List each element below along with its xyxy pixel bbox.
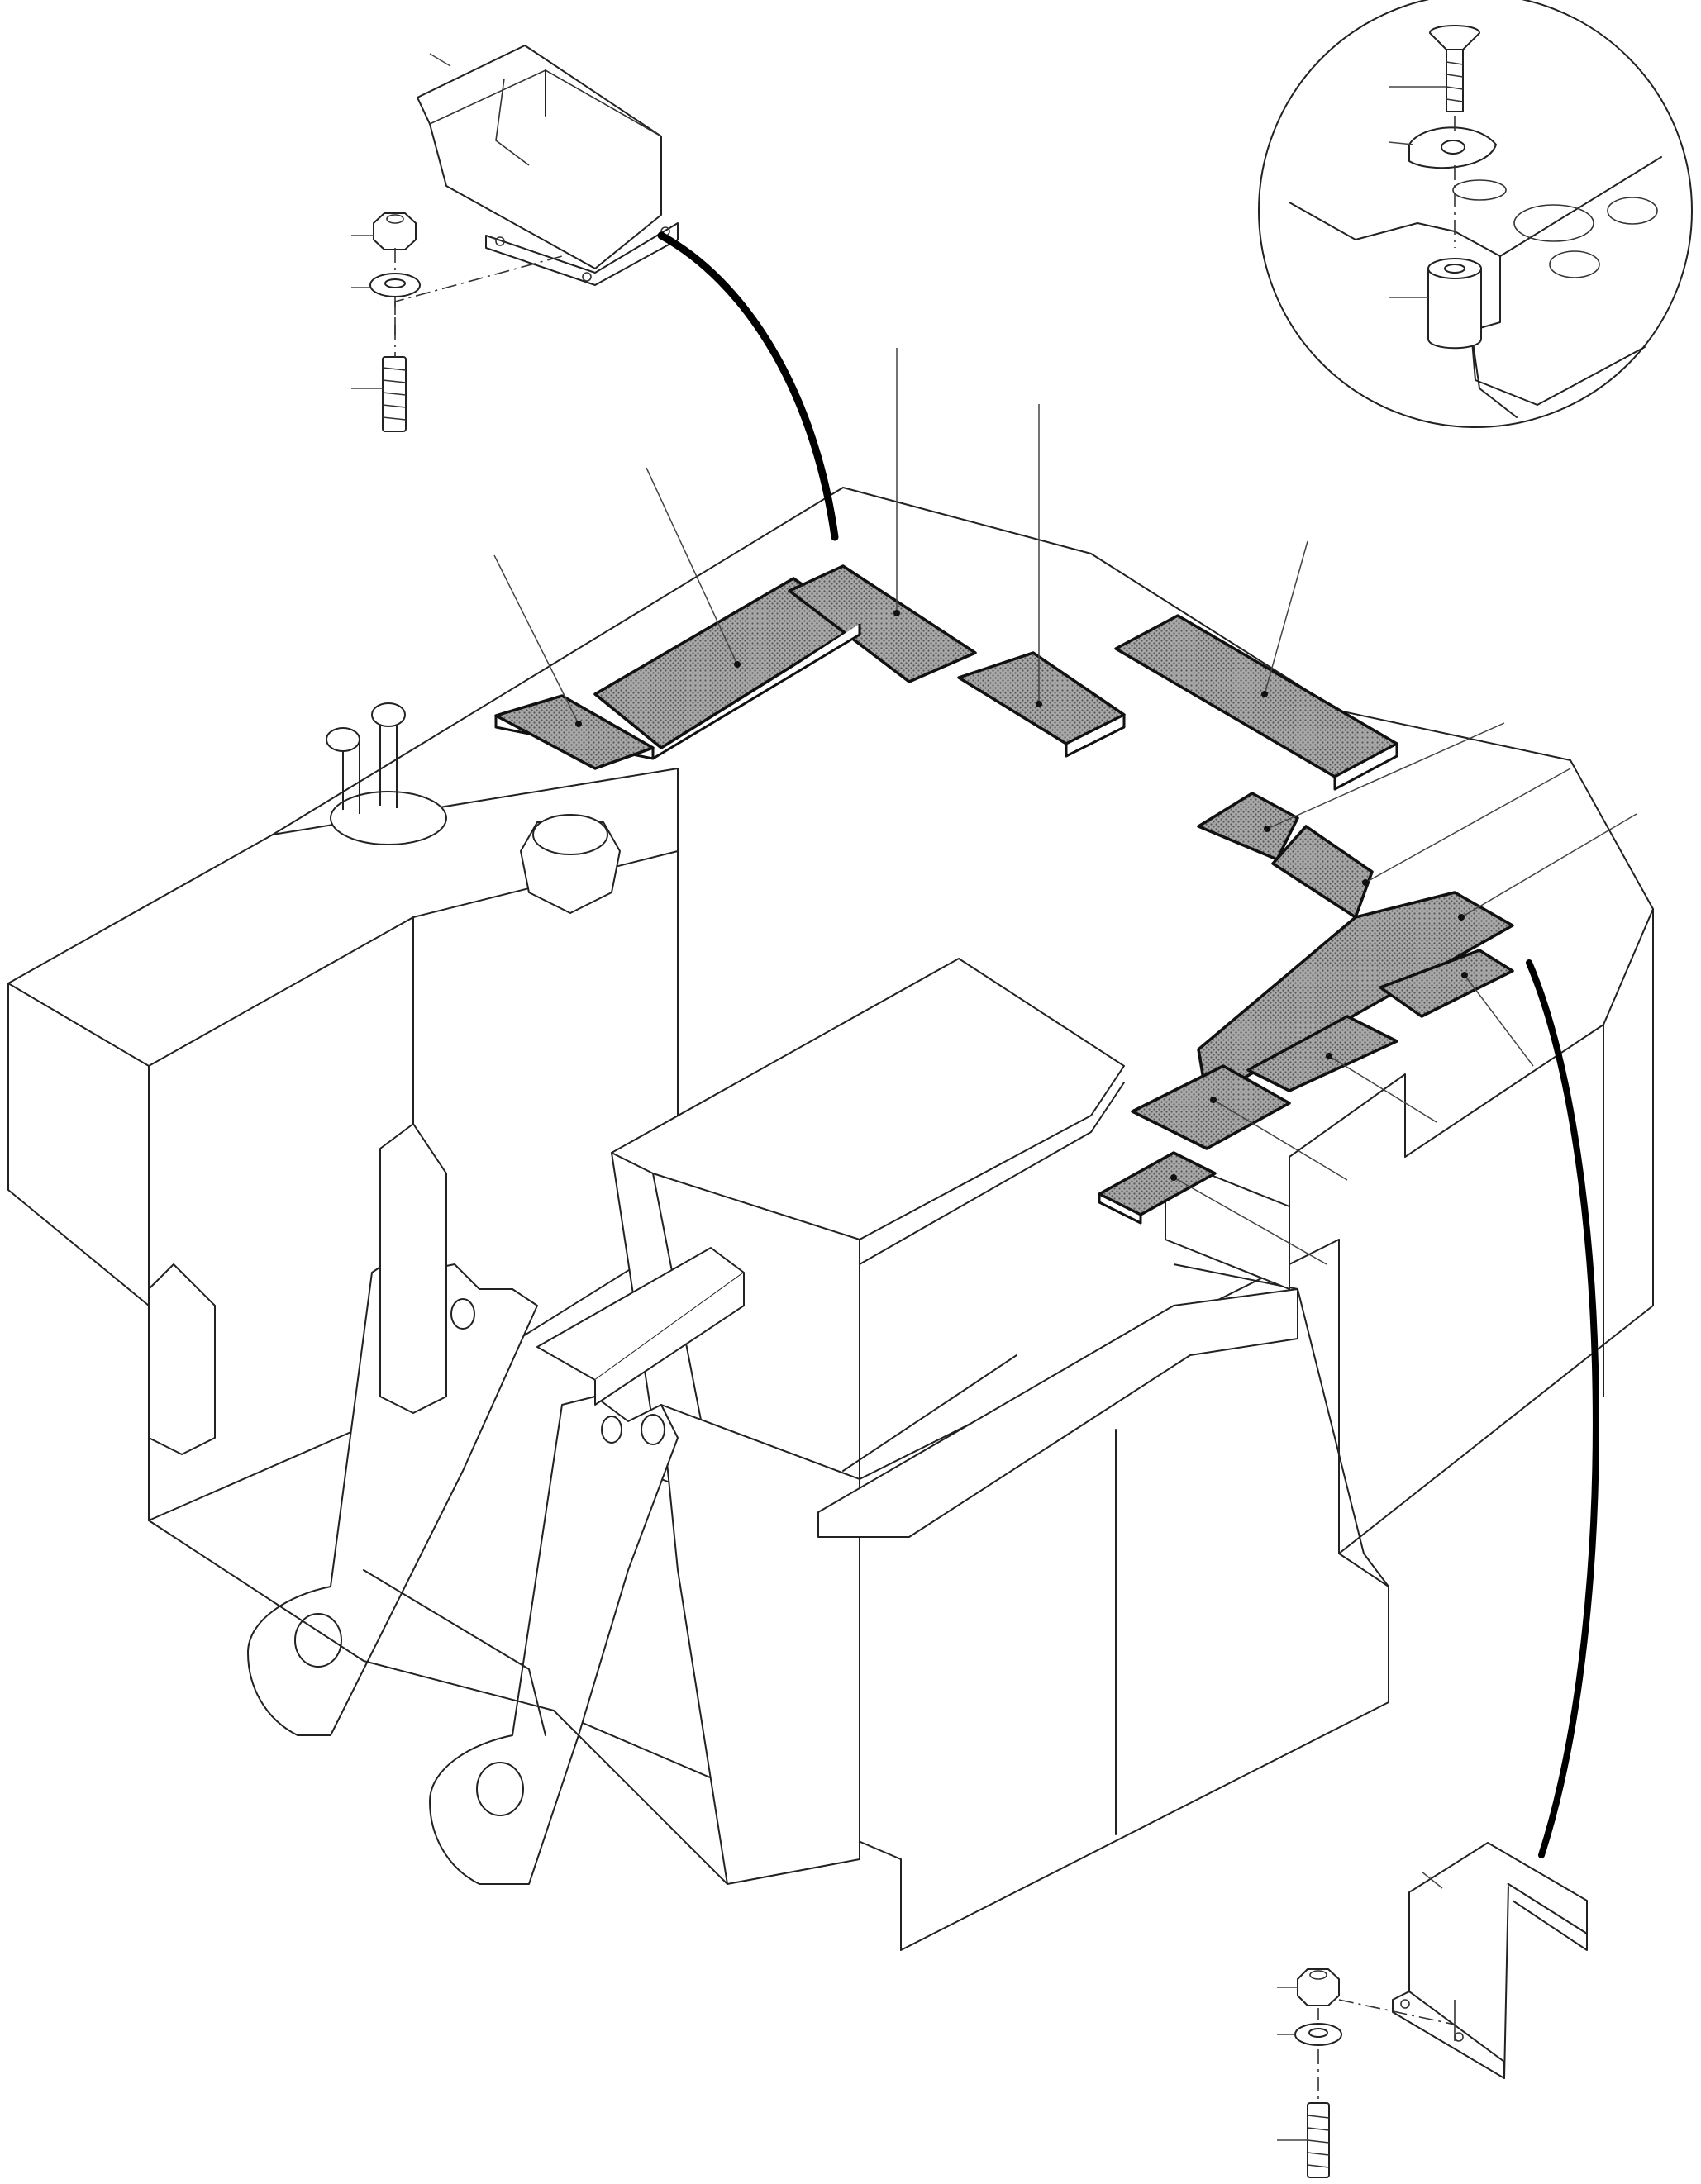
floor-plate-a xyxy=(494,694,655,770)
floor-plate-e xyxy=(1197,792,1299,861)
top-left-hardware xyxy=(351,212,563,432)
tank-filler-base xyxy=(330,791,447,845)
assembly-arrow-bottom xyxy=(1526,959,1599,1858)
callout-leaders xyxy=(493,348,1637,1265)
floor-plate-h xyxy=(1379,949,1514,1018)
spring-clip-icon xyxy=(1388,116,1497,248)
countersunk-screw-icon xyxy=(1389,25,1480,112)
washer-icon xyxy=(351,273,421,297)
stud-icon xyxy=(1277,2102,1330,2178)
left-walkway-plates xyxy=(494,564,1126,770)
bottom-right-hardware xyxy=(1277,1968,1456,2178)
bottom-right-cover xyxy=(1392,1842,1588,2079)
spacer-sleeve-icon xyxy=(1389,258,1482,350)
floor-plate-g xyxy=(1197,891,1514,1101)
right-walkway-plate xyxy=(1114,614,1398,778)
right-walkway-plate-edge xyxy=(1333,742,1398,791)
assembly-arrow-top xyxy=(657,231,839,541)
washer-icon xyxy=(1277,2023,1342,2046)
machine-frame xyxy=(7,487,1654,1951)
stud-icon xyxy=(351,356,407,432)
detail-circle xyxy=(1258,0,1693,428)
floor-plate-f xyxy=(1271,825,1374,919)
hex-nut-icon xyxy=(351,212,417,250)
floor-plate-i xyxy=(1246,1015,1398,1092)
hex-nut-icon xyxy=(1277,1968,1340,2006)
floor-plate-j xyxy=(1131,1064,1291,1150)
top-left-cover xyxy=(417,45,679,286)
floor-plate-c xyxy=(788,564,977,683)
right-corner-plates xyxy=(1098,792,1514,1225)
